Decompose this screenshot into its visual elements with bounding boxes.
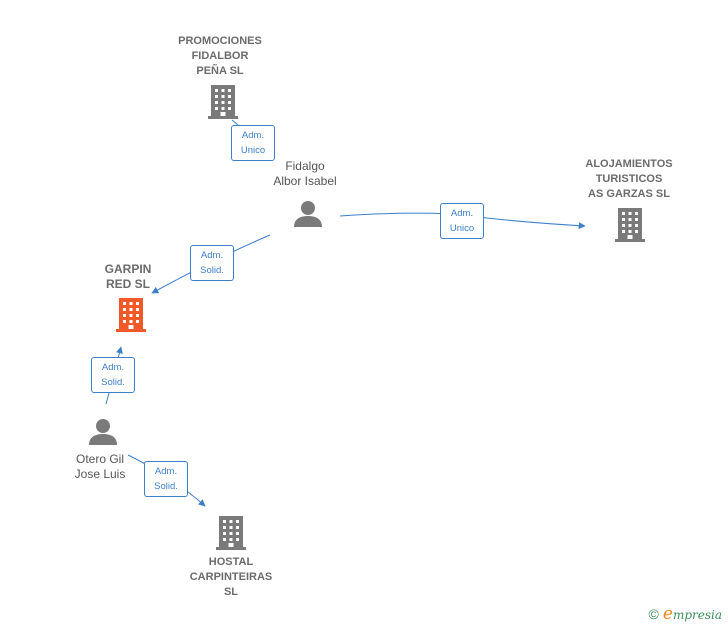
edge-label-fidalgo-garpin[interactable]: Adm. Solid. <box>190 245 234 281</box>
edge-label-otero-hostal[interactable]: Adm. Solid. <box>144 461 188 497</box>
empresia-logo: ©empresia <box>649 604 722 624</box>
person-icon[interactable] <box>89 419 117 445</box>
node-label-hostal[interactable]: HOSTAL CARPINTEIRAS SL <box>189 556 273 598</box>
node-label-fidalgo[interactable]: Fidalgo Albor Isabel <box>273 159 337 188</box>
edge-label-fidalgo-alojamientos[interactable]: Adm. Unico <box>440 203 484 239</box>
person-icon[interactable] <box>294 201 322 227</box>
brand-e: e <box>662 604 673 624</box>
node-label-otero[interactable]: Otero Gil Jose Luis <box>74 452 126 481</box>
edge-label-otero-garpin[interactable]: Adm. Solid. <box>91 357 135 393</box>
building-icon[interactable] <box>208 85 238 119</box>
node-label-promociones[interactable]: PROMOCIONES FIDALBOR PEÑA SL <box>178 35 262 77</box>
building-icon-highlighted[interactable] <box>116 298 146 332</box>
node-label-garpin[interactable]: GARPIN RED SL <box>104 262 152 291</box>
node-label-alojamientos[interactable]: ALOJAMIENTOS TURISTICOS AS GARZAS SL <box>585 158 673 200</box>
building-icon[interactable] <box>615 208 645 242</box>
brand-rest: mpresia <box>672 608 722 622</box>
building-icon[interactable] <box>216 516 246 550</box>
copyright-icon: © <box>648 606 659 622</box>
edge-label-fidalgo-promociones[interactable]: Adm. Unico <box>231 125 275 161</box>
